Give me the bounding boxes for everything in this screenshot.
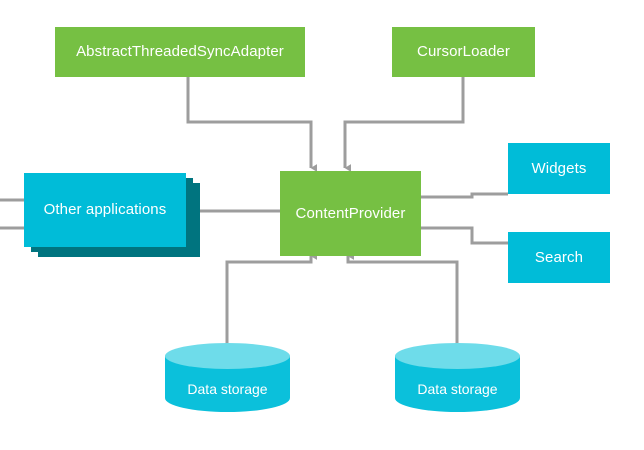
node-datastorage-left[interactable]: Data storage — [165, 343, 290, 425]
cylinder-top-ellipse-left — [165, 343, 290, 369]
node-widgets[interactable]: Widgets — [508, 143, 610, 194]
node-label-abstractthreadedsyncadapter: AbstractThreadedSyncAdapter — [76, 43, 284, 60]
node-otherapplications[interactable]: Other applications — [24, 173, 186, 247]
node-label-datastorage-right: Data storage — [417, 381, 498, 397]
node-cursorloader[interactable]: CursorLoader — [392, 27, 535, 77]
wire-search-to-contentprovider — [413, 224, 508, 245]
node-contentprovider[interactable]: ContentProvider — [280, 171, 421, 256]
cylinder-top-ellipse-right — [395, 343, 520, 369]
node-datastorage-right[interactable]: Data storage — [395, 343, 520, 425]
node-label-cursorloader: CursorLoader — [417, 43, 510, 60]
node-label-contentprovider: ContentProvider — [295, 204, 406, 222]
wire-cursorloader-to-contentprovider — [343, 77, 465, 172]
node-label-datastorage-left: Data storage — [187, 381, 268, 397]
wire-widgets-to-contentprovider — [413, 192, 508, 201]
wire-datastorage-right-to-contentprovider — [346, 252, 459, 352]
wire-datastorage-left-to-contentprovider — [225, 252, 318, 352]
node-label-search: Search — [534, 248, 584, 266]
node-label-widgets: Widgets — [531, 159, 587, 177]
node-abstractthreadedsyncadapter[interactable]: AbstractThreadedSyncAdapter — [55, 27, 305, 77]
wire-syncadapter-to-contentprovider — [186, 77, 317, 172]
node-label-otherapplications: Other applications — [43, 201, 167, 218]
node-search[interactable]: Search — [508, 232, 610, 283]
